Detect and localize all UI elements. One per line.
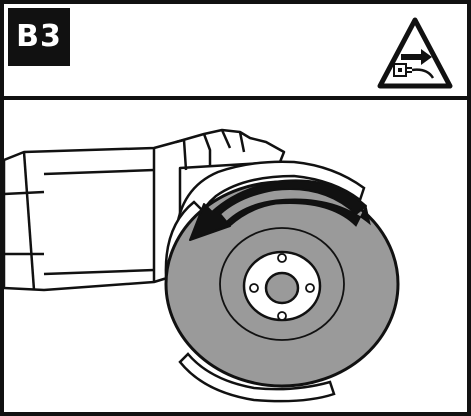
unplug-warning-icon <box>377 17 453 89</box>
step-label-badge: B3 <box>8 8 70 66</box>
grinder-illustration <box>4 104 467 412</box>
grinding-disc <box>164 180 400 388</box>
grinder-body <box>4 128 286 292</box>
grinder-drawing <box>4 128 400 403</box>
rotation-arrow-icon <box>189 179 371 241</box>
figure-header: B3 <box>4 4 467 100</box>
